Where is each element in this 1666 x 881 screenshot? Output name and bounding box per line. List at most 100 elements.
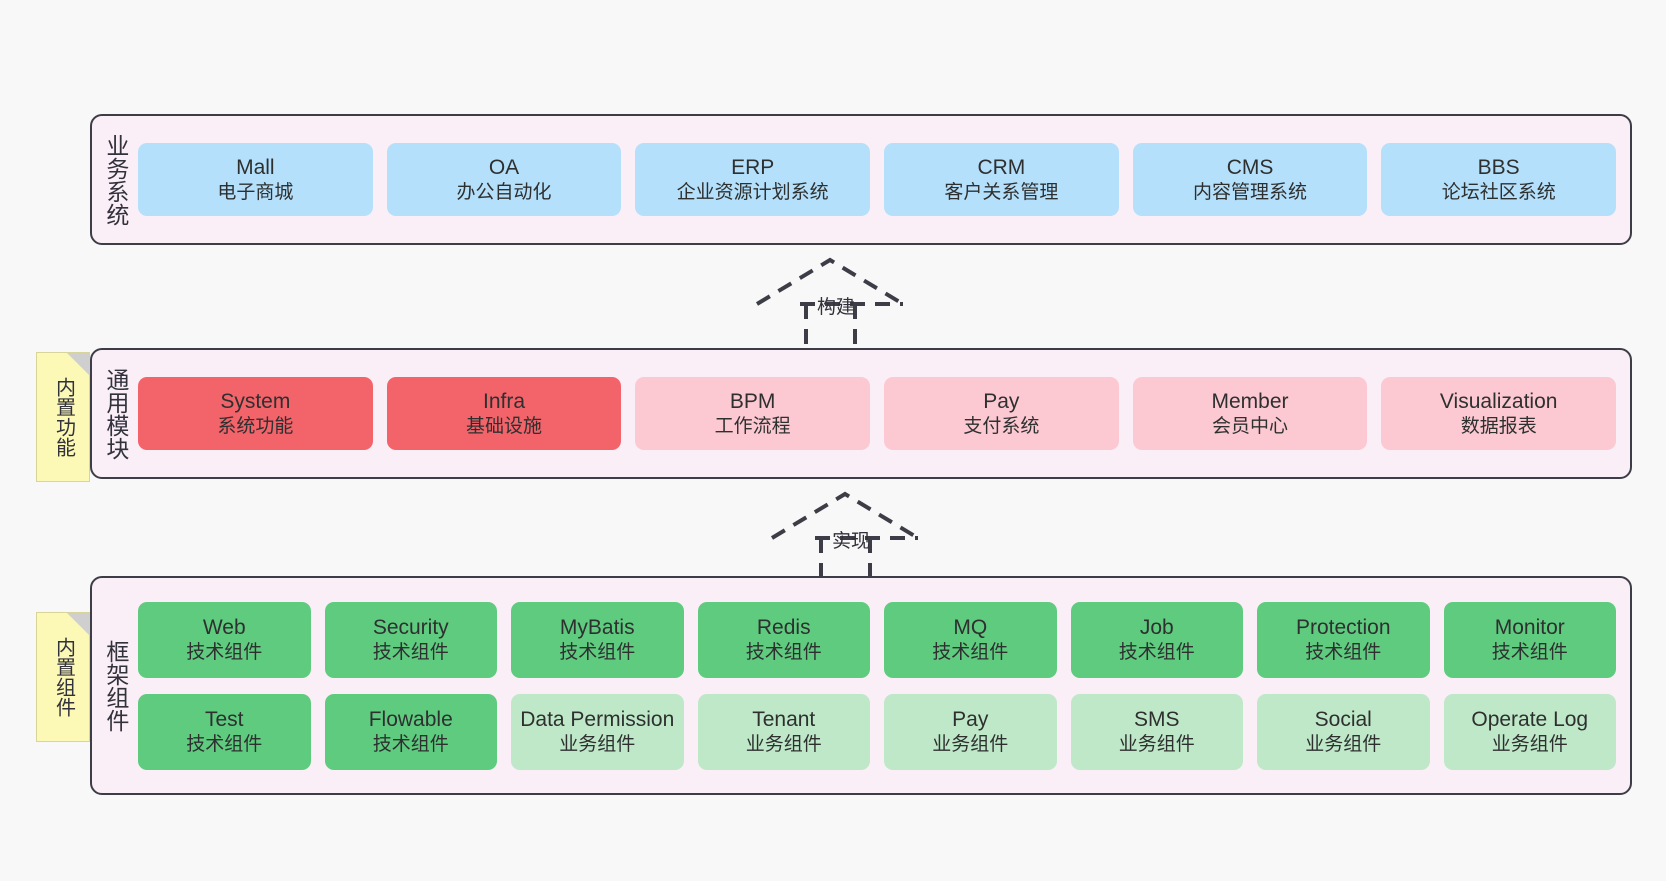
tile-title: OA [488,156,520,180]
layer-title-business-system: 业务系统 [102,133,129,226]
note-builtin-functions[interactable]: 内置功能 [36,352,90,482]
tile-title: Web [202,616,246,640]
tile-title: Pay [983,390,1020,414]
arrow-label-build: 构建 [817,297,856,318]
layer-common-module[interactable]: 通用模块 System 系统功能 Infra 基础设施 BPM 工作流程 Pay… [90,348,1632,479]
tile-title: Operate Log [1471,708,1589,732]
tile-security[interactable]: Security 技术组件 [324,601,497,678]
tile-subtitle: 内容管理系统 [1193,181,1308,203]
tile-title: Job [1139,616,1174,640]
tile-bbs[interactable]: BBS 论坛社区系统 [1381,143,1617,216]
tile-pay[interactable]: Pay 支付系统 [884,377,1119,450]
tile-title: BBS [1477,156,1520,180]
tile-pay-business[interactable]: Pay 业务组件 [884,693,1057,770]
tile-system[interactable]: System 系统功能 [138,377,373,450]
tile-subtitle: 业务组件 [1118,733,1195,755]
tile-subtitle: 办公自动化 [456,181,552,203]
arrow-build: 构建 [745,252,925,352]
tile-monitor[interactable]: Monitor 技术组件 [1443,601,1616,678]
tile-title: Member [1211,390,1289,414]
tile-subtitle: 技术组件 [1305,641,1382,663]
tile-title: CRM [977,156,1026,180]
layer-framework-component[interactable]: 框架组件 Web 技术组件 Security 技术组件 MyBatis 技术组件… [90,576,1632,795]
note-builtin-components[interactable]: 内置组件 [36,612,90,742]
tile-erp[interactable]: ERP 企业资源计划系统 [635,143,871,216]
tile-web[interactable]: Web 技术组件 [138,601,311,678]
note-label: 内置组件 [52,637,75,717]
tile-mall[interactable]: Mall 电子商城 [138,143,373,216]
tile-title: Redis [756,616,811,640]
tile-subtitle: 业务组件 [745,733,822,755]
tile-test[interactable]: Test 技术组件 [138,693,311,770]
tile-subtitle: 基础设施 [466,415,543,437]
tile-bpm[interactable]: BPM 工作流程 [635,377,871,450]
tile-subtitle: 工作流程 [714,415,791,437]
tile-subtitle: 技术组件 [186,641,263,663]
tile-row: System 系统功能 Infra 基础设施 BPM 工作流程 Pay 支付系统… [138,377,1617,450]
tile-title: Social [1314,708,1372,732]
tile-mq[interactable]: MQ 技术组件 [884,601,1057,678]
tile-title: SMS [1133,708,1180,732]
tile-row: Web 技术组件 Security 技术组件 MyBatis 技术组件 Redi… [138,601,1616,678]
tile-flowable[interactable]: Flowable 技术组件 [324,693,497,770]
tile-subtitle: 业务组件 [559,733,636,755]
tile-subtitle: 技术组件 [372,733,449,755]
layer-body-framework-component: Web 技术组件 Security 技术组件 MyBatis 技术组件 Redi… [138,578,1630,793]
tile-redis[interactable]: Redis 技术组件 [697,601,870,678]
tile-title: Security [372,616,449,640]
tile-subtitle: 技术组件 [932,641,1009,663]
tile-title: ERP [731,156,775,180]
tile-data-permission[interactable]: Data Permission 业务组件 [511,693,684,770]
tile-operate-log[interactable]: Operate Log 业务组件 [1443,693,1616,770]
layer-body-common-module: System 系统功能 Infra 基础设施 BPM 工作流程 Pay 支付系统… [138,350,1630,477]
tile-subtitle: 技术组件 [186,733,263,755]
tile-title: Mall [236,156,275,180]
tile-subtitle: 技术组件 [745,641,822,663]
tile-protection[interactable]: Protection 技术组件 [1257,601,1430,678]
tile-social[interactable]: Social 业务组件 [1257,693,1430,770]
tile-sms[interactable]: SMS 业务组件 [1070,693,1243,770]
tile-title: Infra [482,390,526,414]
tile-oa[interactable]: OA 办公自动化 [386,143,622,216]
tile-subtitle: 技术组件 [1118,641,1195,663]
tile-tenant[interactable]: Tenant 业务组件 [697,693,870,770]
tile-title: Test [204,708,244,732]
tile-subtitle: 会员中心 [1212,415,1289,437]
tile-subtitle: 技术组件 [1491,641,1568,663]
tile-subtitle: 支付系统 [963,415,1040,437]
tile-subtitle: 系统功能 [217,415,294,437]
tile-row: Mall 电子商城 OA 办公自动化 ERP 企业资源计划系统 CRM 客户关系… [138,143,1617,216]
tile-title: Monitor [1494,616,1565,640]
tile-visualization[interactable]: Visualization 数据报表 [1381,377,1617,450]
tile-subtitle: 业务组件 [1305,733,1382,755]
tile-subtitle: 电子商城 [217,181,294,203]
tile-title: Flowable [368,708,453,732]
tile-infra[interactable]: Infra 基础设施 [386,377,622,450]
arrow-implement: 实现 [760,486,940,586]
layer-business-system[interactable]: 业务系统 Mall 电子商城 OA 办公自动化 ERP 企业资源计划系统 CRM… [90,114,1632,245]
tile-job[interactable]: Job 技术组件 [1070,601,1243,678]
tile-subtitle: 技术组件 [559,641,636,663]
tile-cms[interactable]: CMS 内容管理系统 [1132,143,1368,216]
tile-subtitle: 技术组件 [372,641,449,663]
note-label: 内置功能 [52,377,75,457]
tile-subtitle: 客户关系管理 [944,181,1059,203]
arrow-label-implement: 实现 [832,531,871,552]
layer-title-framework-component: 框架组件 [102,639,129,732]
tile-title: Visualization [1439,390,1558,414]
tile-title: MQ [953,616,988,640]
tile-row: Test 技术组件 Flowable 技术组件 Data Permission … [138,693,1616,770]
tile-subtitle: 业务组件 [932,733,1009,755]
tile-subtitle: 数据报表 [1460,415,1537,437]
tile-title: Protection [1295,616,1391,640]
layer-title-common-module: 通用模块 [102,367,129,460]
tile-title: Tenant [752,708,816,732]
tile-crm[interactable]: CRM 客户关系管理 [884,143,1119,216]
tile-subtitle: 业务组件 [1491,733,1568,755]
layer-body-business-system: Mall 电子商城 OA 办公自动化 ERP 企业资源计划系统 CRM 客户关系… [138,116,1630,243]
tile-subtitle: 论坛社区系统 [1441,181,1556,203]
tile-mybatis[interactable]: MyBatis 技术组件 [511,601,684,678]
tile-title: Data Permission [520,708,675,732]
tile-member[interactable]: Member 会员中心 [1132,377,1368,450]
